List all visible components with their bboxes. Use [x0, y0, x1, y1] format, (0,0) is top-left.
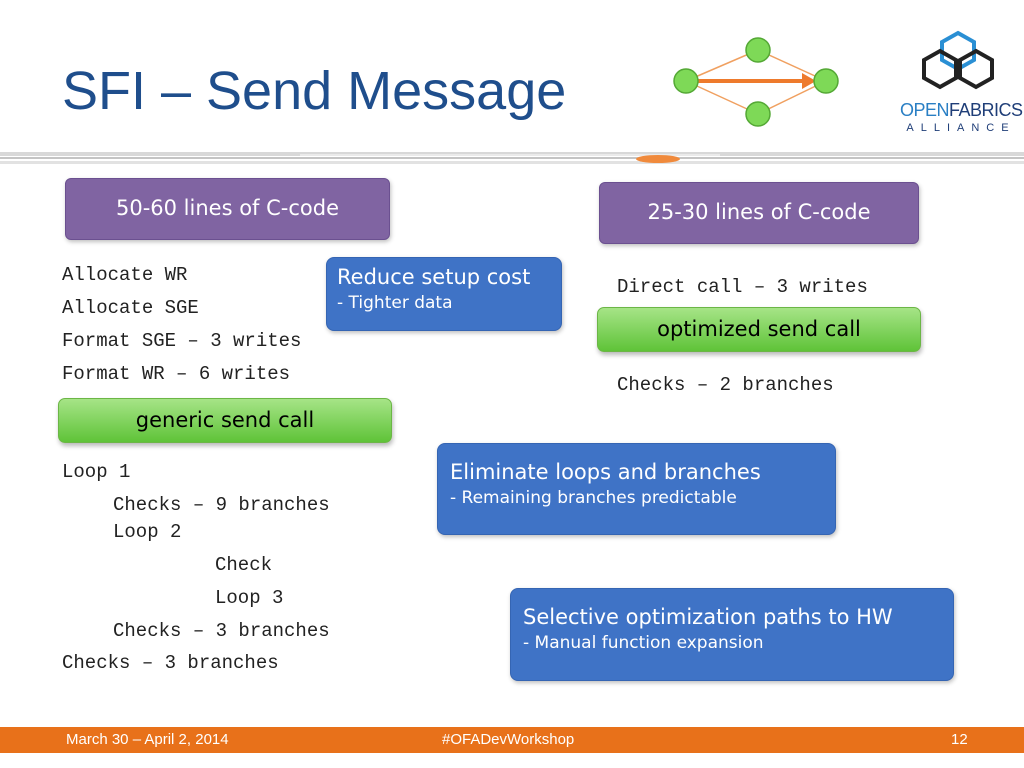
code-line: Format WR – 6 writes	[62, 363, 291, 385]
checks-branches-line: Checks – 2 branches	[617, 374, 834, 396]
header-divider	[0, 152, 1024, 164]
network-node	[813, 68, 839, 94]
direct-call-line: Direct call – 3 writes	[617, 276, 868, 298]
generic-send-call-label: generic send call	[58, 398, 392, 443]
callout-title: Reduce setup cost	[337, 265, 531, 289]
callout-subtitle: - Manual function expansion	[523, 633, 764, 653]
code-line: Checks – 3 branches	[62, 652, 279, 674]
right-code-lines-header: 25-30 lines of C-code	[599, 182, 919, 244]
network-node	[745, 101, 771, 127]
callout-selective-optimization: Selective optimization paths to HW - Man…	[510, 588, 954, 681]
code-line: Allocate SGE	[62, 297, 199, 319]
callout-reduce-setup-cost: Reduce setup cost - Tighter data	[326, 257, 562, 331]
callout-title: Selective optimization paths to HW	[523, 605, 893, 629]
code-line: Checks – 3 branches	[113, 620, 330, 642]
footer-date: March 30 – April 2, 2014	[66, 731, 229, 748]
callout-subtitle: - Tighter data	[337, 293, 453, 313]
code-line: Allocate WR	[62, 264, 188, 286]
callout-subtitle: - Remaining branches predictable	[450, 488, 737, 508]
hexagon-logo-icon	[922, 30, 994, 90]
logo-subtitle: ALLIANCE	[906, 122, 1016, 134]
code-line: Loop 1	[62, 461, 131, 483]
slide-title: SFI – Send Message	[62, 61, 567, 121]
network-graphic	[673, 37, 839, 127]
code-line: Checks – 9 branches	[113, 494, 330, 516]
network-node	[745, 37, 771, 63]
network-node	[673, 68, 699, 94]
callout-title: Eliminate loops and branches	[450, 460, 761, 484]
footer-page-number: 12	[951, 731, 968, 748]
footer-bar: March 30 – April 2, 2014 #OFADevWorkshop…	[0, 727, 1024, 753]
optimized-send-call-label: optimized send call	[597, 307, 921, 352]
logo-wordmark: OPENFABRICS	[900, 100, 1023, 120]
code-line: Check	[215, 554, 273, 576]
callout-eliminate-loops: Eliminate loops and branches - Remaining…	[437, 443, 836, 535]
code-line: Format SGE – 3 writes	[62, 330, 302, 352]
left-code-lines-header: 50-60 lines of C-code	[65, 178, 390, 240]
footer-hashtag: #OFADevWorkshop	[442, 731, 575, 748]
code-line: Loop 2	[113, 521, 182, 543]
code-line: Loop 3	[215, 587, 284, 609]
